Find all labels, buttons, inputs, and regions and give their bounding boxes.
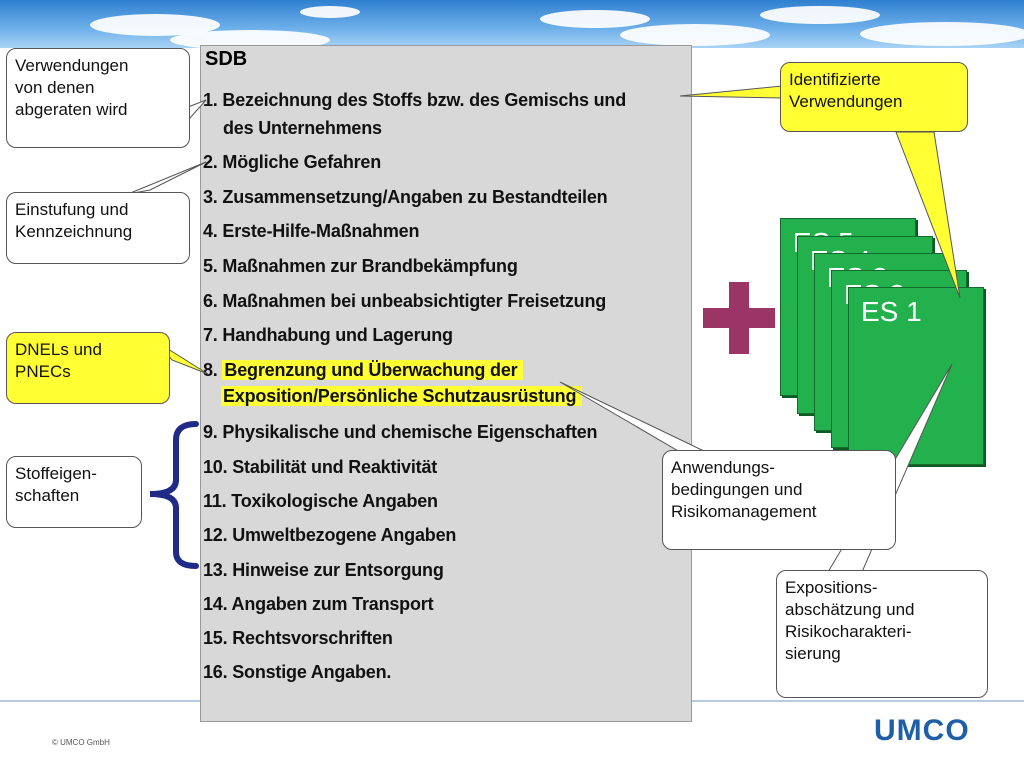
- sdb-item-15: 15. Rechtsvorschriften: [203, 628, 393, 648]
- callout-identifizierte-verwendungen: Identifizierte Verwendungen: [780, 62, 968, 132]
- sdb-item-8-line2: Exposition/Persönliche Schutzausrüstung: [221, 386, 583, 406]
- cloud-shape: [300, 6, 360, 18]
- callout-line: sierung: [785, 644, 841, 663]
- callout-line: Expositions-: [785, 578, 878, 597]
- callout-line: DNELs und: [15, 340, 102, 359]
- sdb-item-11: 11. Toxikologische Angaben: [203, 491, 438, 511]
- sdb-item-6: 6. Maßnahmen bei unbeabsichtigter Freise…: [203, 291, 607, 311]
- sdb-title: SDB: [205, 48, 248, 70]
- plus-icon: [703, 282, 775, 354]
- sdb-item-2: 2. Mögliche Gefahren: [203, 152, 382, 172]
- callout-line: Risikocharakteri-: [785, 622, 912, 641]
- sdb-item-8-prefix: 8.: [203, 360, 223, 380]
- callout-line: Verwendungen: [789, 92, 903, 111]
- callout-line: schaften: [15, 486, 80, 505]
- callout-line: Stoffeigen-: [15, 464, 97, 483]
- callout-expositionsabschaetzung: Expositions- abschätzung und Risikochara…: [776, 570, 988, 698]
- sdb-item-1-line2: des Unternehmens: [223, 118, 382, 138]
- callout-pointer: [127, 161, 207, 195]
- callout-stoffeigenschaften: Stoffeigen- schaften: [6, 456, 142, 528]
- callout-line: Einstufung und: [15, 200, 129, 219]
- sdb-item-1-line1: 1. Bezeichnung des Stoffs bzw. des Gemis…: [203, 90, 627, 110]
- sdb-item-4: 4. Erste-Hilfe-Maßnahmen: [203, 221, 420, 241]
- es-document-1: ES 1: [848, 287, 984, 465]
- callout-dnels-pnecs: DNELs und PNECs: [6, 332, 170, 404]
- callout-line: Verwendungen: [15, 56, 129, 75]
- sdb-item-16: 16. Sonstige Angaben.: [203, 662, 392, 682]
- callout-line: abschätzung und: [785, 600, 915, 619]
- cloud-shape: [620, 24, 770, 46]
- cloud-shape: [90, 14, 220, 36]
- sdb-item-8-cont: Exposition/Persönliche Schutzausrüstung: [221, 386, 583, 407]
- es-document-1-label: ES 1: [861, 296, 922, 327]
- copyright-text: © UMCO GmbH: [52, 738, 110, 747]
- callout-line: Anwendungs-: [671, 458, 775, 477]
- cloud-shape: [170, 30, 330, 48]
- curly-bracket-icon: [149, 421, 199, 569]
- sky-banner: [0, 0, 1024, 48]
- callout-line: Kennzeichnung: [15, 222, 133, 241]
- sdb-panel: SDB 1. Bezeichnung des Stoffs bzw. des G…: [200, 45, 692, 722]
- sdb-item-13: 13. Hinweise zur Entsorgung: [203, 560, 444, 580]
- callout-line: abgeraten wird: [15, 100, 128, 119]
- cloud-shape: [540, 10, 650, 28]
- sdb-item-14: 14. Angaben zum Transport: [203, 594, 434, 614]
- cloud-shape: [760, 6, 880, 24]
- sdb-item-8-line1: Begrenzung und Überwachung der: [222, 360, 524, 380]
- sdb-item-12: 12. Umweltbezogene Angaben: [203, 525, 457, 545]
- callout-pointer: [679, 85, 783, 99]
- sdb-item-1-cont: des Unternehmens: [223, 118, 382, 139]
- callout-line: bedingungen und: [671, 480, 803, 499]
- sdb-item-3: 3. Zusammensetzung/Angaben zu Bestandtei…: [203, 187, 608, 207]
- callout-verwendungen-abgeraten: Verwendungen von denen abgeraten wird: [6, 48, 190, 148]
- cloud-shape: [860, 22, 1024, 46]
- callout-anwendungsbedingungen: Anwendungs- bedingungen und Risikomanage…: [662, 450, 896, 550]
- callout-pointer: [895, 131, 961, 299]
- callout-einstufung: Einstufung und Kennzeichnung: [6, 192, 190, 264]
- callout-line: Identifizierte: [789, 70, 881, 89]
- callout-line: PNECs: [15, 362, 71, 381]
- callout-pointer: [559, 381, 707, 453]
- callout-line: von denen: [15, 78, 95, 97]
- sdb-item-5: 5. Maßnahmen zur Brandbekämpfung: [203, 256, 518, 276]
- sdb-item-10: 10. Stabilität und Reaktivität: [203, 457, 438, 477]
- sdb-item-7: 7. Handhabung und Lagerung: [203, 325, 453, 345]
- umco-logo: UMCO: [874, 714, 970, 747]
- sdb-item-8: 8. Begrenzung und Überwachung der: [203, 360, 524, 381]
- sdb-item-9: 9. Physikalische und chemische Eigenscha…: [203, 422, 598, 442]
- sdb-item-1: 1. Bezeichnung des Stoffs bzw. des Gemis…: [203, 90, 626, 111]
- callout-line: Risikomanagement: [671, 502, 817, 521]
